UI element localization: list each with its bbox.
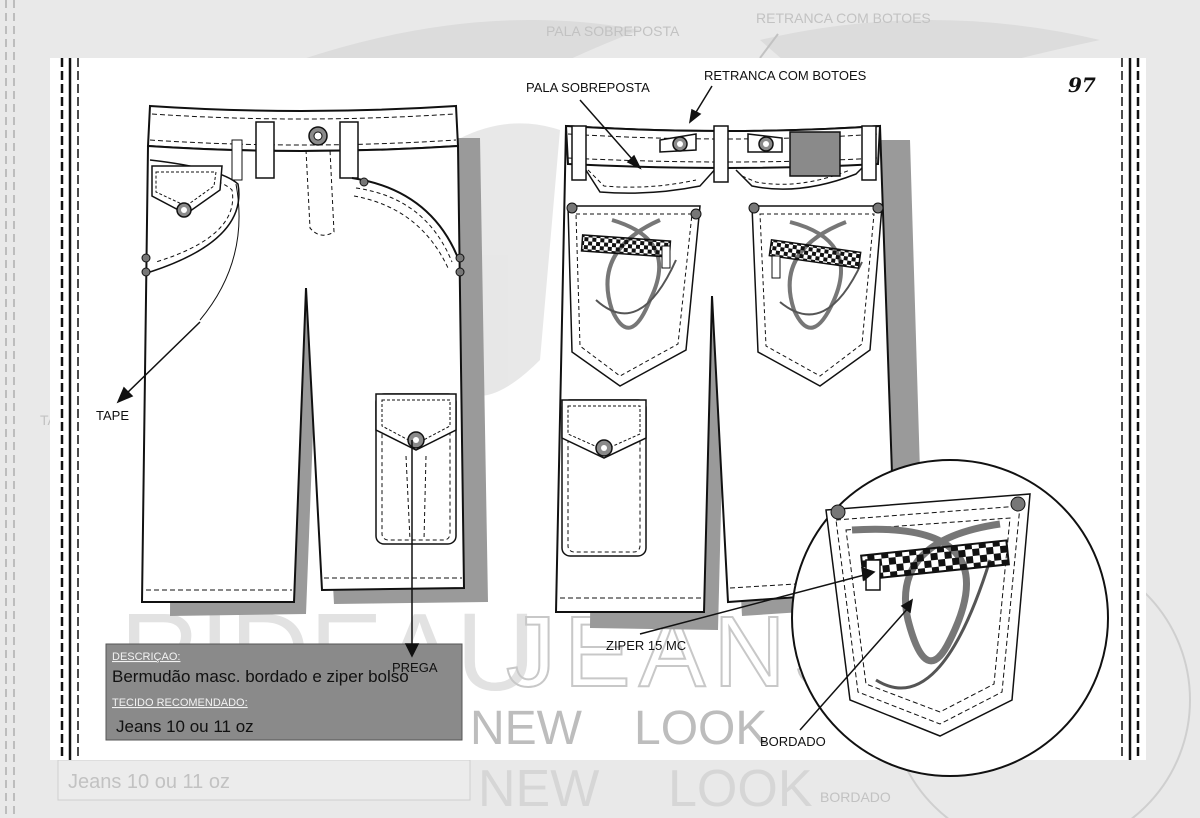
ghost-label-pala: PALA SOBREPOSTA: [546, 23, 680, 39]
ghost-new: NEW: [478, 760, 599, 818]
ghost-label-bordado: BORDADO: [820, 789, 891, 805]
front-view-shorts: [140, 104, 488, 616]
fabric-heading: TECIDO RECOMENDADO:: [112, 697, 248, 709]
fabric-text: Jeans 10 ou 11 oz: [116, 717, 254, 736]
label-prega: PREGA: [392, 660, 438, 675]
ghost-label-retranca: RETRANCA COM BOTOES: [756, 10, 931, 26]
detail-zoom-circle: [791, 459, 1109, 777]
label-retranca-com-botoes: RETRANCA COM BOTOES: [704, 68, 867, 83]
label-bordado: BORDADO: [760, 734, 826, 749]
description-heading: DESCRIÇAO:: [112, 651, 180, 663]
label-ziper: ZIPER 15 MC: [606, 638, 686, 653]
ghost-fabric-text: Jeans 10 ou 11 oz: [68, 771, 230, 793]
brand-look: LOOK: [634, 702, 767, 755]
description-box: DESCRIÇAO: Bermudão masc. bordado e zipe…: [105, 643, 463, 741]
label-tape: TAPE: [96, 408, 129, 423]
callout-arrows: [116, 85, 914, 731]
label-pala-sobreposta: PALA SOBREPOSTA: [526, 80, 650, 95]
brand-new: NEW: [470, 702, 583, 755]
page-number: 97: [1068, 73, 1096, 97]
ghost-look: LOOK: [668, 760, 813, 818]
description-text: Bermudão masc. bordado e ziper bolso: [112, 667, 409, 686]
